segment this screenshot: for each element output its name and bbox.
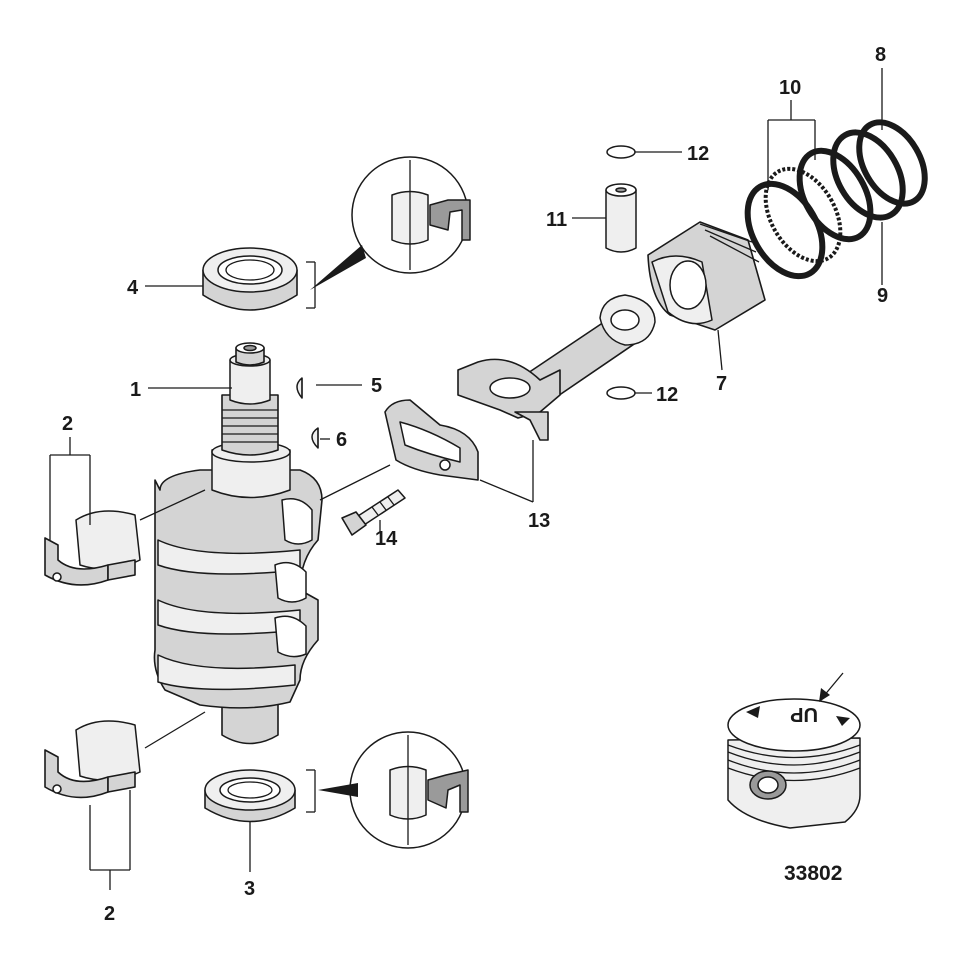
main-bearing-lower <box>44 720 141 799</box>
callout-12-top: 12 <box>687 143 709 165</box>
callout-14: 14 <box>375 528 398 550</box>
piston <box>647 221 766 331</box>
piston-ring-2 <box>796 147 874 243</box>
figure-number: 33802 <box>784 862 842 885</box>
seal-detail-lower <box>318 731 469 849</box>
piston-ring-4 <box>856 119 928 207</box>
callout-8: 8 <box>875 44 886 66</box>
callout-5: 5 <box>371 375 382 397</box>
callout-11: 11 <box>546 209 567 231</box>
piston-ring-3 <box>830 129 906 221</box>
leader-lines <box>49 68 883 890</box>
rod-bolt <box>341 489 406 536</box>
callout-12-bottom: 12 <box>656 384 678 406</box>
connecting-rod <box>457 294 656 441</box>
callout-10: 10 <box>779 77 801 99</box>
woodruff-key-lower <box>311 427 319 449</box>
callout-labels: 1 2 2 3 4 5 6 7 8 9 10 11 12 12 13 14 <box>62 44 888 925</box>
callout-4: 4 <box>127 277 139 299</box>
piston-orientation-inset: UP <box>727 672 861 829</box>
woodruff-key-upper <box>296 377 303 399</box>
expander-ring <box>763 166 843 264</box>
callout-9: 9 <box>877 285 888 307</box>
circlip-upper <box>606 145 636 159</box>
callout-6: 6 <box>336 429 347 451</box>
arrow-icon <box>819 688 830 702</box>
rod-cap <box>384 399 479 481</box>
callout-7: 7 <box>716 373 727 395</box>
main-bearing-upper <box>44 510 141 586</box>
callout-2-bottom: 2 <box>104 903 115 925</box>
lower-oil-seal <box>204 769 296 823</box>
seal-detail-upper <box>310 156 471 290</box>
callout-2-top: 2 <box>62 413 73 435</box>
callout-1: 1 <box>130 379 141 401</box>
piston-pin <box>605 183 637 253</box>
upper-oil-seal <box>202 247 298 311</box>
callout-3: 3 <box>244 878 255 900</box>
callout-13: 13 <box>528 510 550 532</box>
crankshaft <box>153 342 323 745</box>
circlip-lower <box>606 386 636 400</box>
piston-up-marking: UP <box>790 703 818 725</box>
